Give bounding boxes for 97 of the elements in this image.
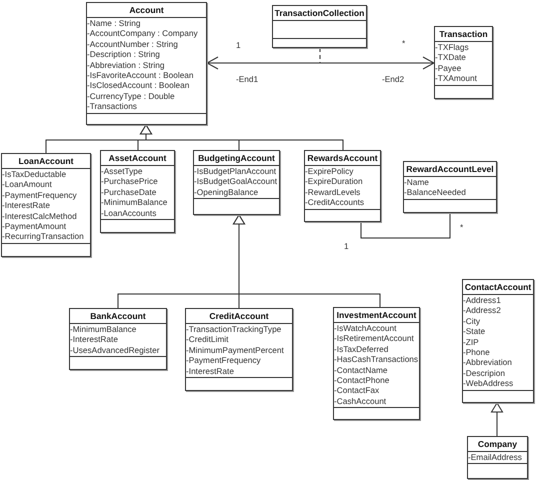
multiplicity-label: *	[402, 38, 406, 48]
class-name: AssetAccount	[108, 152, 166, 165]
generalization-arrow	[140, 124, 344, 150]
class-box	[1, 153, 91, 257]
attribute-text: -IsTaxDeductable	[2, 169, 66, 180]
attribute-text: -State	[463, 326, 486, 337]
multiplicity-label: 1	[344, 241, 349, 251]
attribute-text: -LoanAccounts	[101, 208, 156, 218]
attribute-text: -ContactFax	[334, 385, 380, 396]
class-name: Account	[129, 4, 164, 17]
attribute-text: -TransactionTrackingType	[186, 324, 282, 334]
attribute-text: -RewardLevels	[305, 186, 360, 198]
attribute-text: -ContactName	[334, 364, 388, 376]
association-line	[206, 56, 434, 70]
attribute-text: -Abbreviation : String	[87, 60, 164, 70]
class-name: CreditAccount	[209, 310, 269, 323]
class-box	[193, 150, 280, 215]
attribute-text: -IsRetirementAccount	[334, 333, 414, 344]
attribute-text: -LoanAmount	[2, 179, 52, 190]
attribute-text: -CashAccount	[334, 396, 386, 406]
attribute-text: -PurchaseDate	[101, 186, 156, 198]
attribute-text: -Name : String	[87, 18, 140, 28]
attribute-text: -Abbreviation	[463, 357, 512, 368]
class-name: Company	[478, 438, 518, 451]
attribute-text: -CurrencyType : Double	[87, 90, 175, 102]
attribute-text: -Description : String	[87, 49, 160, 60]
attribute-text: -IsClosedAccount : Boolean	[87, 80, 190, 91]
attribute-text: -MinimumBalance	[101, 197, 168, 208]
attribute-text: -IsBudgetGoalAccount	[194, 176, 278, 187]
attribute-text: -ExpirePolicy	[305, 166, 354, 176]
attribute-text: -BalanceNeeded	[404, 187, 466, 198]
attribute-text: -Address2	[463, 305, 501, 316]
attribute-text: -UsesAdvancedRegister	[70, 344, 160, 356]
role-label: -End2	[382, 74, 404, 84]
attribute-text: -WebAddress	[463, 378, 514, 389]
attribute-text: -Name	[404, 177, 429, 188]
class-name: BankAccount	[90, 310, 146, 323]
attribute-text: -Phone	[463, 347, 490, 358]
attribute-text: -ExpireDuration	[305, 176, 363, 187]
attribute-text: -ZIP	[463, 336, 479, 348]
attribute-text: -Descripion	[463, 368, 505, 378]
attribute-text: -AccountCompany : Company	[87, 28, 198, 39]
class-name: Transaction	[439, 28, 488, 41]
class-name: RewardsAccount	[307, 152, 378, 165]
attribute-text: -CreditLimit	[186, 334, 228, 345]
attribute-text: -RecurringTransaction	[2, 231, 84, 242]
attribute-text: -PaymentAmount	[2, 221, 66, 232]
attribute-text: -TXFlags	[435, 42, 469, 52]
class-box	[100, 150, 175, 233]
attribute-text: -AccountNumber : String	[87, 38, 178, 50]
attribute-text: -AssetType	[101, 166, 143, 176]
attribute-text: -IsTaxDeferred	[334, 344, 388, 354]
attribute-text: -Transactions	[87, 101, 137, 112]
class-box	[462, 279, 534, 403]
class-name: ContactAccount	[464, 281, 532, 294]
attribute-text: -EmailAddress	[468, 452, 522, 462]
class-name: TransactionCollection	[274, 7, 364, 20]
attribute-text: -InterestRate	[70, 334, 118, 345]
attribute-text: -MinimumPaymentPercent	[186, 344, 284, 356]
class-box	[69, 308, 167, 370]
attribute-text: -TXAmount	[435, 73, 477, 84]
class-box	[86, 2, 207, 125]
class-box	[403, 161, 497, 213]
class-box	[272, 5, 367, 48]
class-name: RewardAccountLevel	[406, 163, 494, 176]
class-name: InvestmentAccount	[336, 309, 416, 322]
class-box	[333, 307, 420, 420]
attribute-text: -IsWatchAccount	[334, 323, 396, 334]
generalization-arrow	[491, 402, 503, 436]
class-box	[304, 150, 381, 222]
multiplicity-label: *	[460, 222, 464, 232]
attribute-text: -InterestRate	[186, 366, 234, 376]
role-label: -End1	[236, 74, 258, 84]
attribute-text: -TXDate	[435, 52, 466, 63]
attribute-text: -OpeningBalance	[194, 186, 258, 198]
attribute-text: -HasCashTransactions	[334, 354, 418, 365]
multiplicity-label: 1	[236, 40, 241, 50]
attribute-text: -IsBudgetPlanAccount	[194, 166, 276, 176]
class-box	[467, 436, 528, 479]
class-name: LoanAccount	[18, 155, 74, 168]
attribute-text: -InterestRate	[2, 200, 50, 211]
attribute-text: -CreditAccounts	[305, 197, 364, 208]
attribute-text: -Payee	[435, 62, 462, 74]
class-box	[434, 26, 493, 99]
attribute-text: -ContactPhone	[334, 375, 390, 386]
class-name: BudgetingAccount	[198, 152, 275, 165]
attribute-text: -Address1	[463, 295, 501, 306]
attribute-text: -MinimumBalance	[70, 324, 136, 334]
attribute-text: -InterestCalcMethod	[2, 210, 77, 222]
attribute-text: -PaymentFrequency	[2, 190, 77, 200]
attribute-text: -City	[463, 316, 480, 326]
attribute-text: -IsFavoriteAccount : Boolean	[87, 70, 194, 80]
attribute-text: -PurchasePrice	[101, 176, 158, 187]
attribute-text: -PaymentFrequency	[186, 355, 261, 366]
generalization-arrow	[233, 214, 380, 308]
class-box	[185, 308, 293, 391]
association-line	[360, 212, 450, 238]
